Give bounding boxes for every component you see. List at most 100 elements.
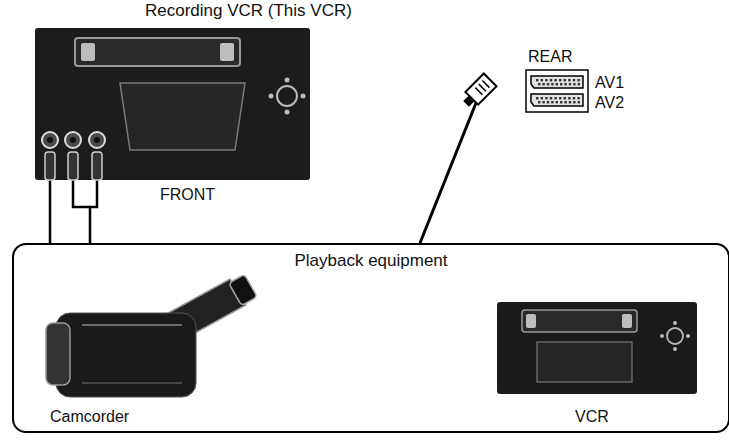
scart-pin	[577, 97, 579, 99]
body-highlight	[82, 324, 182, 326]
node-text: Recording VCR (This VCR)	[145, 1, 352, 21]
jack-hole	[70, 137, 76, 143]
dial-button	[285, 78, 290, 83]
scart-pin	[573, 101, 575, 103]
av-cable	[90, 180, 97, 243]
slot-detail	[526, 314, 536, 328]
scart-pin	[573, 79, 575, 81]
dial-button	[673, 321, 677, 325]
slot-detail	[81, 43, 95, 61]
socket-label: AV2	[595, 94, 624, 112]
scart-pin	[568, 79, 570, 81]
scart-pin	[559, 79, 561, 81]
scart-pin	[568, 97, 570, 99]
node-text: VCR	[469, 408, 715, 426]
dial-button	[269, 94, 274, 99]
recording-vcr: Recording VCR (This VCR)	[35, 28, 310, 180]
scart-socket	[531, 94, 583, 106]
scart-cable	[420, 84, 490, 243]
dial-button	[660, 334, 664, 338]
rear-panel	[526, 70, 588, 112]
tape-slot	[522, 310, 637, 332]
scart-pin	[564, 83, 566, 85]
camcorder: Camcorder	[42, 265, 262, 430]
scart-pin	[560, 83, 562, 85]
vcr-body	[497, 302, 697, 394]
dial-button	[301, 94, 306, 99]
scart-pin	[578, 101, 580, 103]
scart-pin	[556, 101, 558, 103]
node-text: REAR	[528, 48, 572, 66]
scart-pin	[538, 83, 540, 85]
av-cable	[49, 180, 52, 243]
rca-plug	[45, 152, 55, 180]
plug-boot	[463, 95, 474, 106]
scart-pin	[569, 83, 571, 85]
jog-dial	[667, 328, 683, 344]
scart-pin	[578, 83, 580, 85]
scart-pin	[538, 101, 540, 103]
scart-pin	[550, 79, 552, 81]
plug-rib	[475, 88, 482, 95]
scart-pin	[542, 83, 544, 85]
scart-pin	[545, 97, 547, 99]
scart-pin	[551, 101, 553, 103]
scart-pin	[547, 101, 549, 103]
plug-rib	[482, 81, 489, 88]
scart-socket	[531, 76, 583, 88]
scart-pin	[564, 79, 566, 81]
scart-pin	[554, 97, 556, 99]
cassette-door	[537, 342, 632, 382]
scart-plug	[460, 73, 497, 110]
cassette-door	[120, 83, 245, 150]
panel-label: FRONT	[160, 186, 215, 204]
rca-jack	[89, 132, 105, 148]
scart-pin	[551, 83, 553, 85]
scart-pin	[573, 97, 575, 99]
jog-dial	[277, 86, 297, 106]
playback-group: Playback equipmentCamcorder VCR	[12, 243, 729, 433]
node-illustration	[42, 265, 262, 430]
slot-detail	[622, 314, 632, 328]
scart-pin	[569, 101, 571, 103]
playback-vcr: VCR	[469, 290, 715, 430]
rca-plug	[68, 152, 78, 180]
rca-jack	[42, 132, 58, 148]
slot-detail	[220, 43, 234, 61]
rca-jack	[65, 132, 81, 148]
plug-rib	[479, 84, 486, 91]
dial-button	[285, 110, 290, 115]
socket-label: AV1	[595, 74, 624, 92]
scart-pin	[556, 83, 558, 85]
jack-hole	[47, 137, 53, 143]
scart-pin	[559, 97, 561, 99]
scart-pin	[560, 101, 562, 103]
node-text: Playback equipment	[14, 251, 728, 271]
scart-pin	[536, 97, 538, 99]
lens	[46, 323, 70, 385]
scart-pin	[573, 83, 575, 85]
scart-pin	[541, 79, 543, 81]
scart-pin	[564, 97, 566, 99]
scart-pin	[550, 97, 552, 99]
scart-pin	[542, 101, 544, 103]
tape-slot	[75, 38, 240, 66]
rca-plug	[92, 152, 102, 180]
node-text: Camcorder	[50, 408, 129, 426]
scart-pin	[554, 79, 556, 81]
node-illustration	[35, 28, 310, 180]
vcr-body	[35, 28, 310, 180]
body-highlight	[82, 382, 182, 384]
rear-panel-group: REAR	[490, 48, 590, 114]
camcorder-body	[56, 313, 196, 397]
scart-pin	[577, 79, 579, 81]
jack-cable	[73, 180, 90, 207]
jack-hole	[94, 137, 100, 143]
scart-pin	[545, 79, 547, 81]
dial-button	[673, 347, 677, 351]
plug-body	[465, 73, 496, 104]
scart-pin	[541, 97, 543, 99]
dial-button	[686, 334, 690, 338]
